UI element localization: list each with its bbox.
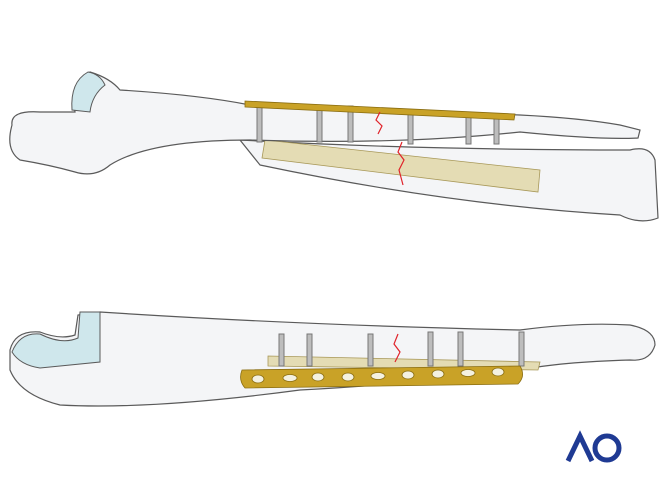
fracture-line-top — [375, 111, 405, 186]
screws-bottom — [278, 331, 525, 367]
fracture-line-bottom — [393, 333, 401, 363]
cartilage-bottom — [11, 311, 101, 369]
plate-holes-bottom — [251, 367, 505, 384]
cartilage-top — [71, 71, 106, 113]
gold-plate-top — [244, 100, 516, 121]
top-view — [9, 71, 659, 222]
bottom-view — [9, 311, 656, 407]
ao-logo — [565, 430, 622, 463]
